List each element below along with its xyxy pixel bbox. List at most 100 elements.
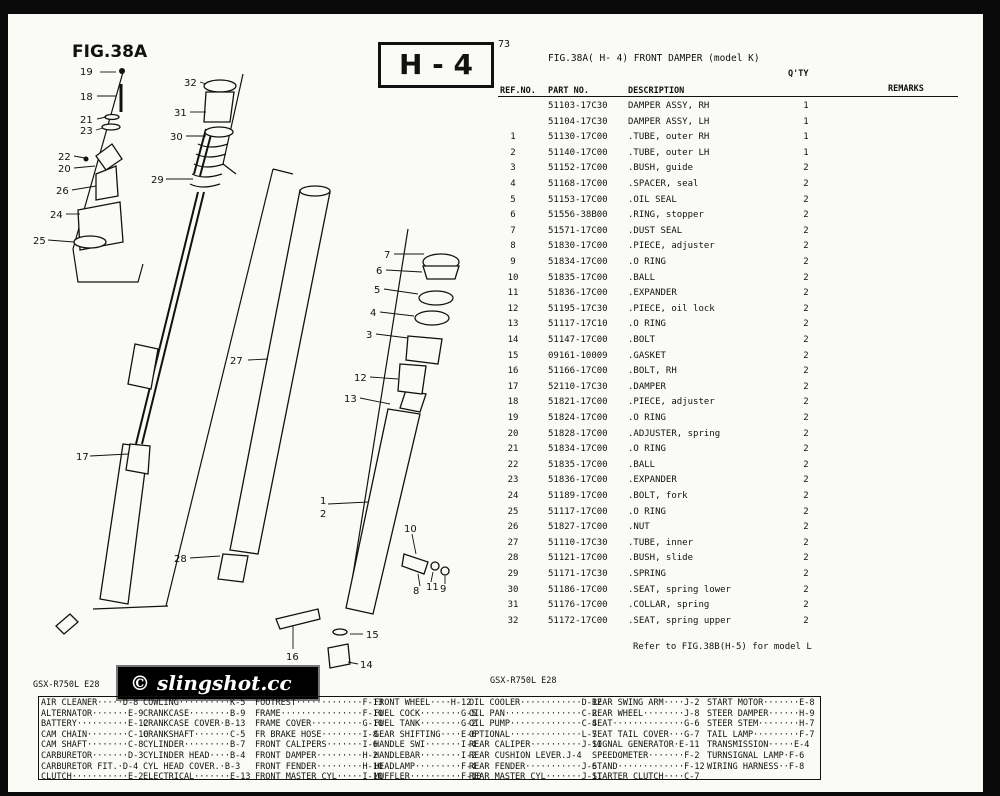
index-entry: FRONT CALIPERS·······I-6 (255, 740, 378, 751)
ref-no-cell: 30 (507, 584, 519, 595)
diagram-label: 13 (344, 394, 357, 405)
qty-cell: 2 (803, 257, 809, 267)
ref-no-cell: 23 (507, 475, 519, 486)
part-no-cell: 51172-17C00 (548, 615, 608, 626)
part-no-cell: 52110-17C30 (548, 381, 608, 392)
diagram-label: 16 (286, 652, 299, 663)
ref-no-cell: 28 (507, 553, 519, 564)
damper-cartridge (99, 128, 213, 605)
qty-cell: 2 (803, 350, 809, 361)
index-entry: CAM SHAFT········C-8 (41, 740, 144, 751)
index-entry: CARBURETOR·······D-3 (41, 750, 144, 761)
description-cell: .GASKET (628, 350, 666, 361)
qty-cell: 2 (803, 163, 809, 174)
ref-no-cell: 31 (507, 600, 519, 611)
index-entry: WIRING HARNESS··F-8 (707, 761, 805, 772)
diagram-label: 10 (404, 524, 417, 535)
index-entry: REAR WHEEL········J-8 (592, 708, 700, 719)
index-entry: SEAT··············G-6 (592, 719, 700, 730)
index-entry: CRANKSHAFT·······C-5 (143, 729, 246, 740)
index-entry: FRAME················F-10 (255, 708, 383, 719)
index-entry: HEADLAMP·········F-4 (374, 761, 477, 772)
index-entry: CYLINDER·········B-7 (143, 740, 246, 751)
index-entry: STAND·············F-12 (592, 761, 705, 772)
ref-no-cell: 16 (507, 366, 519, 377)
part-no-cell: 51834-17C00 (548, 444, 608, 455)
qty-cell: 2 (803, 600, 809, 611)
qty-cell: 2 (803, 272, 809, 283)
index-entry: REAR SWING ARM····J-2 (592, 698, 700, 708)
index-entry: OPTIONAL··············L-7 (469, 729, 597, 740)
front-arrow-icon (55, 613, 79, 635)
col-header-desc: DESCRIPTION (628, 86, 685, 96)
ref-no-cell: 1 (510, 132, 516, 143)
diagram-label: 30 (170, 132, 183, 143)
qty-cell: 2 (803, 210, 809, 221)
part-no-cell: 51556-38B00 (548, 210, 608, 221)
diagram-label: 25 (33, 236, 46, 247)
index-entry: CLUTCH···········E-2 (41, 772, 144, 783)
diagram-label: 6 (376, 266, 382, 277)
part-no-cell: 09161-10009 (548, 350, 608, 361)
part-no-cell: 51140-17C00 (548, 147, 608, 158)
ref-no-cell: 13 (507, 319, 519, 330)
description-cell: .RING, stopper (628, 210, 704, 221)
model-code: GSX-R750L E28 (490, 676, 557, 686)
part-no-cell: 51827-17C00 (548, 522, 608, 533)
index-column: FOOTREST·············F-13 FRAME·········… (255, 698, 383, 783)
watermark-text: © slingshot.cc (130, 671, 292, 695)
fork-spring (189, 79, 237, 188)
qty-cell: 1 (803, 101, 809, 111)
qty-cell: 2 (803, 584, 809, 595)
description-cell: .PIECE, adjuster (628, 397, 715, 408)
index-entry: FRONT MASTER CYL·····I-10 (255, 772, 383, 783)
outer-tube (275, 253, 460, 669)
description-cell: .O RING (628, 319, 666, 330)
index-entry: FUEL TANK········G-2 (374, 719, 477, 730)
figure-label: FIG.38A (72, 42, 148, 62)
ref-no-cell: 11 (507, 288, 519, 299)
diagram-label: 2 (320, 509, 326, 520)
description-cell: .O RING (628, 257, 666, 267)
description-cell: .O RING (628, 444, 666, 455)
ref-no-cell: 3 (510, 163, 516, 174)
qty-cell: 2 (803, 179, 809, 189)
description-cell: .BOLT, RH (628, 366, 677, 377)
description-cell: .ADJUSTER, spring (628, 428, 721, 439)
diagram-label: 22 (58, 152, 71, 163)
ref-no-cell: 10 (507, 272, 519, 283)
description-cell: .SEAT, spring lower (628, 584, 731, 595)
part-no-cell: 51130-17C00 (548, 132, 608, 143)
diagram-label: 23 (80, 126, 93, 137)
index-entry: SEAT TAIL COVER···G-7 (592, 729, 700, 740)
qty-cell: 2 (803, 319, 809, 330)
index-entry: MUFFLER··········F-10 (374, 772, 482, 783)
index-entry: ALTERNATOR·······E-9 (41, 708, 144, 719)
diagram-label: 15 (366, 630, 379, 641)
description-cell: .OIL SEAL (628, 194, 677, 205)
ref-no-cell: 15 (507, 350, 519, 361)
index-entry: HANDLE SWI·······I-4 (374, 740, 477, 751)
diagram-label: 7 (384, 250, 390, 261)
description-cell: .TUBE, outer LH (628, 147, 710, 158)
qty-cell: 2 (803, 459, 809, 470)
qty-cell: 1 (803, 116, 809, 127)
description-cell: .O RING (628, 506, 666, 517)
index-entry: SPEEDOMETER·······F-2 (592, 750, 700, 761)
index-entry: ELECTRICAL·······E-13 (143, 772, 251, 783)
index-entry: TRANSMISSION·····E-4 (707, 740, 810, 751)
part-no-cell: 51110-17C30 (548, 537, 608, 548)
description-cell: .EXPANDER (628, 288, 677, 299)
index-entry: AIR CLEANER·····D-8 (41, 698, 139, 708)
qty-cell: 2 (803, 225, 809, 236)
